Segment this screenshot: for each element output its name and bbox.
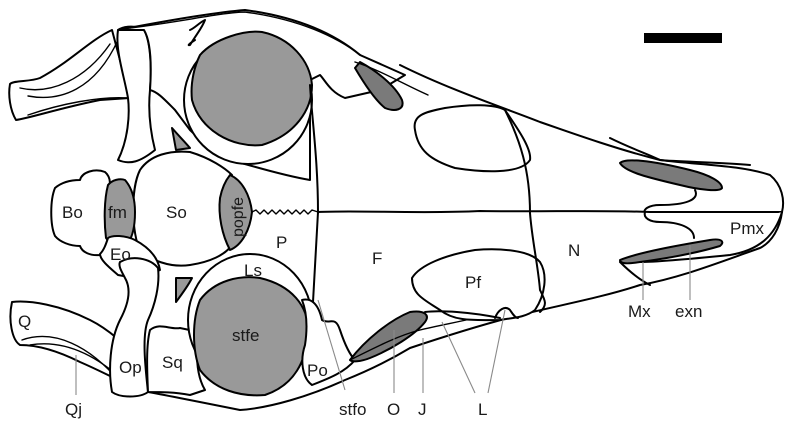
label-popfe: popfe <box>230 197 247 237</box>
orbit-upper <box>354 61 404 111</box>
label-O: O <box>387 400 400 419</box>
label-Pmx: Pmx <box>730 219 765 238</box>
label-N: N <box>568 241 580 260</box>
label-Sq: Sq <box>162 353 183 372</box>
label-F: F <box>372 249 382 268</box>
label-Eo: Eo <box>110 245 131 264</box>
label-Pf: Pf <box>465 273 481 292</box>
quadrate-upper <box>8 29 131 121</box>
label-Op: Op <box>119 358 142 377</box>
opisthotic-lower <box>109 257 160 398</box>
snout-upper-margin <box>399 64 785 213</box>
prefrontal-upper <box>413 104 532 173</box>
label-stfe: stfe <box>232 326 259 345</box>
label-Q: Q <box>18 312 31 331</box>
fenestra-small-upper <box>171 127 191 151</box>
fenestra-fm <box>103 178 136 248</box>
label-Mx: Mx <box>628 302 651 321</box>
label-J: J <box>418 400 427 419</box>
label-So: So <box>166 203 187 222</box>
label-Bo: Bo <box>62 203 83 222</box>
midline-suture <box>317 210 783 214</box>
fenestra-lower-snout <box>619 238 724 265</box>
fenestra-popfe <box>218 174 253 251</box>
label-fm: fm <box>108 203 127 222</box>
scale-bar <box>644 33 722 43</box>
fenestra-upper-snout <box>619 159 723 192</box>
orbit-lower <box>349 310 428 363</box>
label-stfo: stfo <box>339 400 366 419</box>
fenestra-stfe-upper <box>190 30 313 147</box>
label-Po: Po <box>307 361 328 380</box>
label-exn: exn <box>675 302 702 321</box>
fenestra-small-lower <box>175 277 193 303</box>
label-P: P <box>276 233 287 252</box>
prefrontal-lower <box>411 248 546 322</box>
label-Qj: Qj <box>65 400 82 419</box>
label-L: L <box>478 400 487 419</box>
fenestra-stfe-lower <box>193 276 310 397</box>
label-Ls: Ls <box>244 261 262 280</box>
